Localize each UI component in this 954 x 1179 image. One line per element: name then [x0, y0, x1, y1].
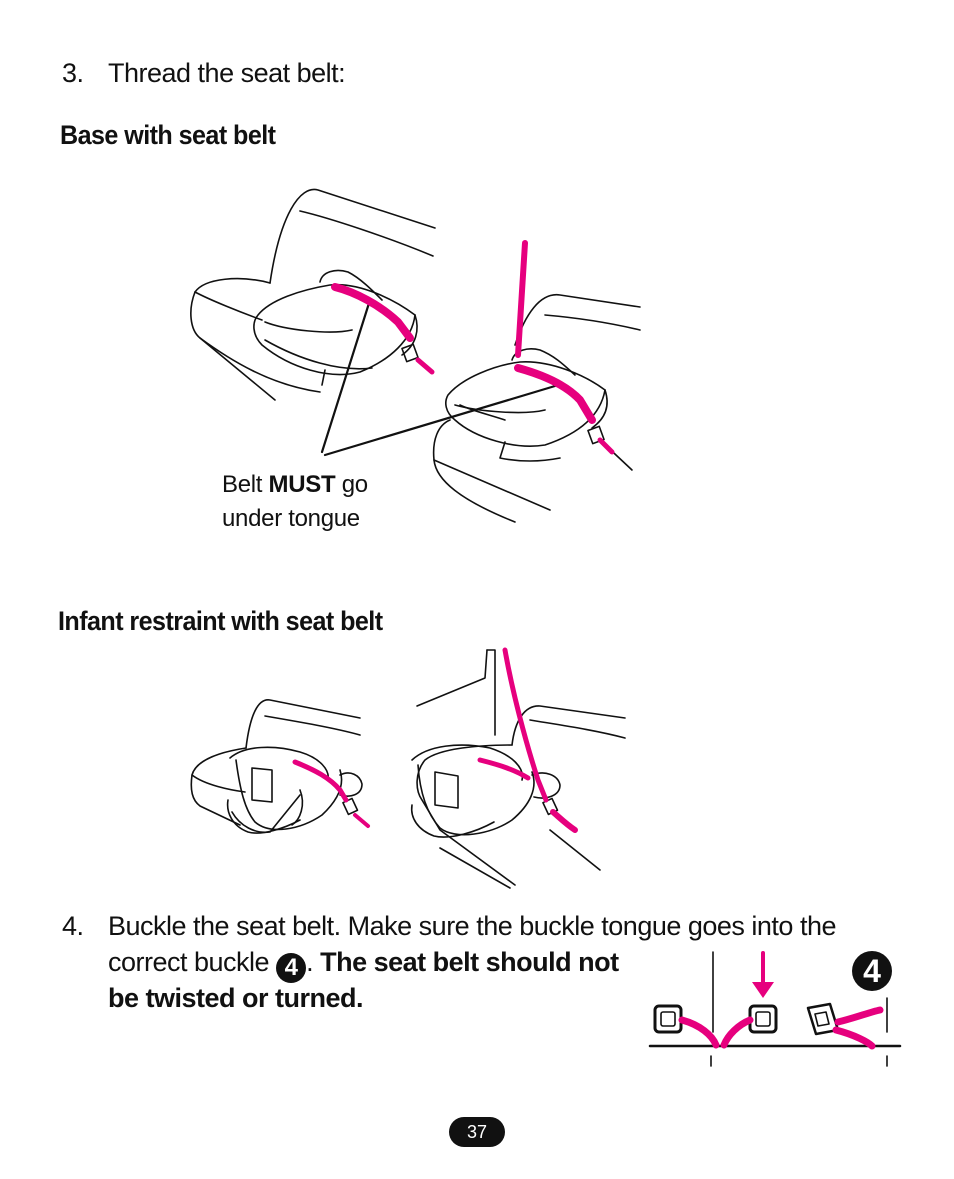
step-4-line-1: Buckle the seat belt. Make sure the buck…	[108, 911, 836, 941]
callout-line-2: under tongue	[222, 505, 360, 532]
page-number: 37	[449, 1117, 505, 1147]
step-4-text: correct buckle	[108, 947, 277, 977]
step-3-text: Thread the seat belt:	[108, 58, 346, 88]
step-3-number: 3.	[62, 58, 84, 88]
belt-callout: Belt MUST go under tongue	[222, 468, 368, 536]
infant-heading: Infant restraint with seat belt	[58, 606, 383, 636]
step-4-line-2: correct buckle 4. The seat belt should n…	[108, 944, 619, 983]
step-4-punct: .	[306, 947, 321, 977]
step-4-warning-2: be twisted or turned.	[108, 983, 364, 1013]
step-4-number: 4.	[62, 911, 84, 941]
base-heading: Base with seat belt	[60, 120, 276, 150]
buckle-ref-badge: 4	[276, 953, 307, 983]
figure-4-badge: 4	[852, 951, 892, 991]
callout-emphasis: MUST	[268, 471, 336, 498]
step-4-warning-1: The seat belt should not	[320, 947, 619, 977]
callout-text-2: go	[335, 471, 368, 498]
callout-text-1: Belt	[222, 471, 269, 498]
